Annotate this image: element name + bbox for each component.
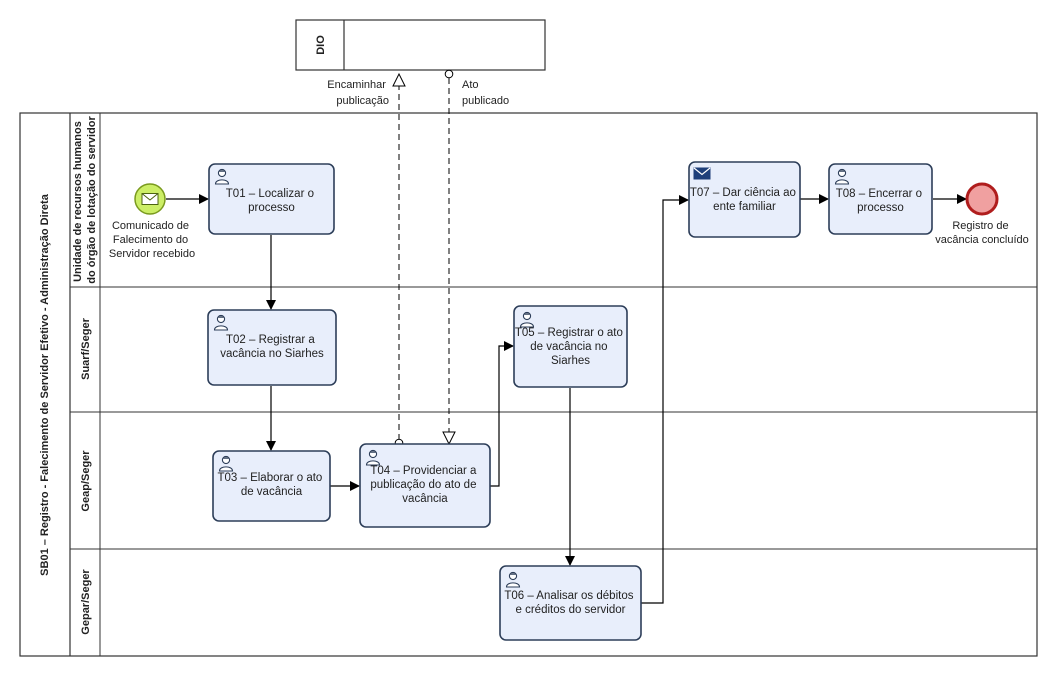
svg-text:T08 – Encerrar o process: T08 – Encerrar o processo [836, 188, 926, 214]
lane-label-suarf: Suarf/Seger [80, 317, 92, 379]
svg-text:T07 – Dar ciência ao ent: T07 – Dar ciência ao ente familiar [690, 187, 799, 213]
svg-text:T06 – Analisar os débitos: T06 – Analisar os débitos e créditos do … [504, 590, 636, 616]
task-t01[interactable]: T01 – Localizar o processo [208, 163, 335, 235]
task-t03[interactable]: T03 – Elaborar o ato de vacância [212, 450, 331, 522]
task-t08[interactable]: T08 – Encerrar o processo [828, 163, 933, 235]
start-event[interactable] [134, 183, 166, 215]
envelope-icon [693, 167, 711, 180]
svg-text:T04 – Providenciar a pub: T04 – Providenciar a publicação do ato d… [370, 465, 479, 505]
task-t02[interactable]: T02 – Registrar a vacância no Siarhes [207, 309, 337, 386]
envelope-icon [141, 193, 159, 205]
svg-text:T05 – Registrar o ato de: T05 – Registrar o ato de vacância no Sia… [515, 327, 626, 367]
svg-text:T03 – Elaborar o ato de: T03 – Elaborar o ato de vacância [217, 472, 325, 498]
sequence-flows [166, 194, 967, 604]
message-flow-receive-origin [444, 69, 454, 79]
lane-label-gepar: Gepar/Seger [80, 569, 92, 635]
message-flow-send-label: Encaminhar publicação [327, 79, 389, 107]
end-event-label: Registro de vacância concluído [935, 220, 1029, 246]
lanes: Unidade de recursos humanos do órgão de … [70, 116, 1037, 635]
svg-text:T01 – Localizar o proces: T01 – Localizar o processo [226, 188, 317, 214]
task-t06[interactable]: T06 – Analisar os débitos e créditos do … [499, 565, 642, 641]
external-pool-dio: DIO [295, 19, 546, 71]
task-t04[interactable]: T04 – Providenciar a publicação do ato d… [359, 443, 491, 528]
lane-label-rh: Unidade de recursos humanos do órgão de … [72, 116, 98, 284]
lane-label-geap: Geap/Seger [80, 450, 92, 512]
flow-t06-t07 [641, 195, 689, 604]
task-t07[interactable]: T07 – Dar ciência ao ente familiar [688, 161, 801, 238]
external-pool-label: DIO [315, 35, 327, 55]
message-flow-receive-label: Ato publicado [462, 79, 509, 107]
svg-text:T02 – Registrar a vacânc: T02 – Registrar a vacância no Siarhes [220, 334, 324, 360]
start-event-label: Comunicado de Falecimento do Servidor re… [109, 220, 195, 260]
pool-label: SB01 – Registro - Falecimento de Servido… [39, 193, 51, 576]
message-flows [395, 69, 454, 448]
task-t05[interactable]: T05 – Registrar o ato de vacância no Sia… [513, 305, 628, 388]
end-event[interactable] [965, 182, 999, 216]
flow-t04-t05 [490, 341, 514, 487]
